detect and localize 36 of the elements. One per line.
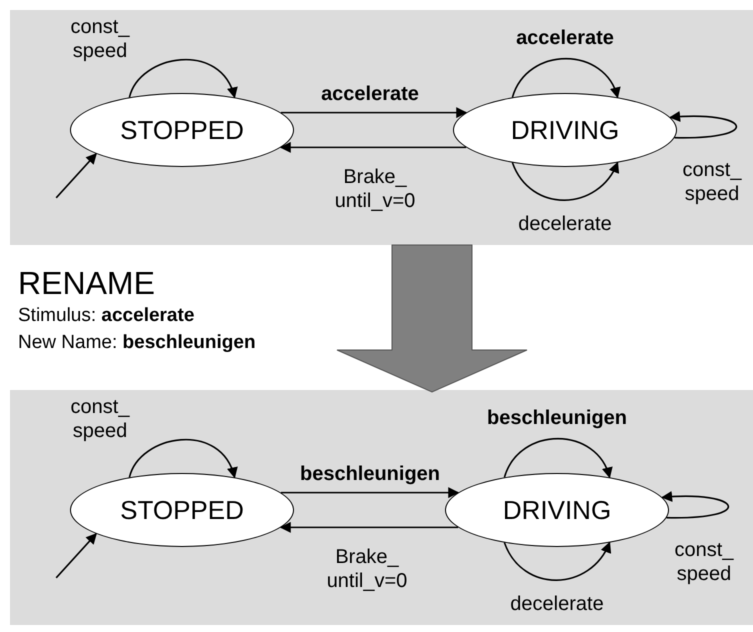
edge-label: beschleunigen — [486, 406, 628, 430]
self-loop-arrow — [128, 439, 236, 478]
edge-label: decelerate — [509, 592, 605, 616]
stimulus-text: Stimulus: accelerate — [18, 305, 194, 327]
state-name: DRIVING — [502, 494, 612, 526]
new-name-text: New Name: beschleunigen — [18, 332, 256, 354]
transition-arrow — [280, 487, 460, 498]
transition-arrow — [56, 152, 97, 198]
transition-arrow — [280, 142, 466, 153]
edge-label: const_ speed — [70, 395, 131, 443]
diagram-panel — [10, 10, 753, 245]
edge-label: const_ speed — [674, 538, 735, 586]
self-loop-arrow — [128, 59, 236, 98]
self-loop-arrow — [512, 162, 618, 201]
transition-arrow — [280, 522, 458, 533]
edge-label: Brake_ until_v=0 — [334, 165, 416, 213]
edge-label: accelerate — [515, 26, 615, 50]
state-name: STOPPED — [120, 114, 244, 146]
self-loop-arrow — [504, 438, 612, 478]
edge-label: const_ speed — [70, 15, 131, 63]
self-loop-arrow — [504, 542, 610, 581]
state-name: DRIVING — [510, 114, 620, 146]
diagram-panel — [10, 390, 753, 625]
edge-label: Brake_ until_v=0 — [326, 545, 408, 593]
edge-label: decelerate — [517, 212, 613, 236]
edge-label: accelerate — [320, 82, 420, 106]
self-loop-arrow — [661, 491, 729, 518]
edge-label: beschleunigen — [298, 462, 442, 486]
transition-arrow — [56, 532, 97, 578]
heading: RENAME — [18, 265, 155, 302]
edge-label: const_ speed — [682, 158, 743, 206]
block-arrow — [336, 244, 528, 393]
self-loop-arrow — [512, 58, 620, 98]
transition-arrow — [280, 107, 468, 118]
state-name: STOPPED — [120, 494, 244, 526]
self-loop-arrow — [669, 111, 737, 138]
